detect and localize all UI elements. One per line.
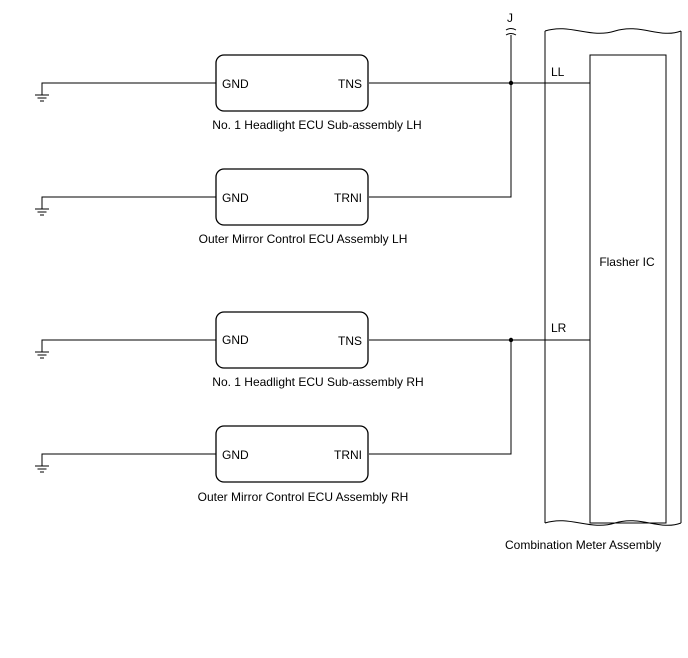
- pin-tns: TNS: [338, 334, 362, 348]
- pin-trni: TRNI: [334, 191, 362, 205]
- combination-meter-assembly: Flasher IC Combination Meter Assembly LL…: [505, 28, 682, 552]
- pin-gnd: GND: [222, 77, 249, 91]
- trni-lh-wire: [369, 83, 512, 198]
- ecu-box: [215, 425, 369, 483]
- ll-circuit: [369, 80, 590, 198]
- ecu-outer-mirror-lh: GND TRNI Outer Mirror Control ECU Assemb…: [35, 168, 408, 246]
- gnd-wire: [41, 82, 216, 95]
- ground-symbol: [35, 465, 49, 473]
- ground-symbol: [35, 351, 49, 359]
- junction-label: J: [507, 11, 513, 25]
- ground-symbol: [35, 208, 49, 216]
- ground-symbol: [35, 94, 49, 102]
- ecu-headlight-rh: GND TNS No. 1 Headlight ECU Sub-assembly…: [35, 311, 424, 389]
- pin-tns: TNS: [338, 77, 362, 91]
- trni-rh-wire: [369, 340, 512, 455]
- pin-gnd: GND: [222, 191, 249, 205]
- combination-meter-label: Combination Meter Assembly: [505, 538, 661, 552]
- ecu-box: [215, 168, 369, 226]
- gnd-wire: [41, 453, 216, 466]
- gnd-wire: [41, 339, 216, 352]
- ecu-box: [215, 311, 369, 369]
- ecu-label: Outer Mirror Control ECU Assembly RH: [198, 490, 409, 504]
- junction-j: J: [505, 11, 517, 83]
- ecu-label: Outer Mirror Control ECU Assembly LH: [199, 232, 408, 246]
- ecu-label: No. 1 Headlight ECU Sub-assembly RH: [212, 375, 423, 389]
- gnd-wire: [41, 196, 216, 209]
- lr-circuit: [369, 337, 590, 455]
- ecu-headlight-lh: GND TNS No. 1 Headlight ECU Sub-assembly…: [35, 54, 422, 132]
- terminal-lr-label: LR: [551, 321, 567, 335]
- pin-gnd: GND: [222, 333, 249, 347]
- splice-point-ll: [508, 80, 514, 86]
- flasher-ic-label: Flasher IC: [599, 255, 655, 269]
- pin-trni: TRNI: [334, 448, 362, 462]
- terminal-ll-label: LL: [551, 65, 565, 79]
- ecu-label: No. 1 Headlight ECU Sub-assembly LH: [212, 118, 421, 132]
- ecu-outer-mirror-rh: GND TRNI Outer Mirror Control ECU Assemb…: [35, 425, 409, 504]
- flasher-ic-box: [589, 54, 667, 524]
- splice-point-lr: [508, 337, 514, 343]
- ecu-box: [215, 54, 369, 112]
- pin-gnd: GND: [222, 448, 249, 462]
